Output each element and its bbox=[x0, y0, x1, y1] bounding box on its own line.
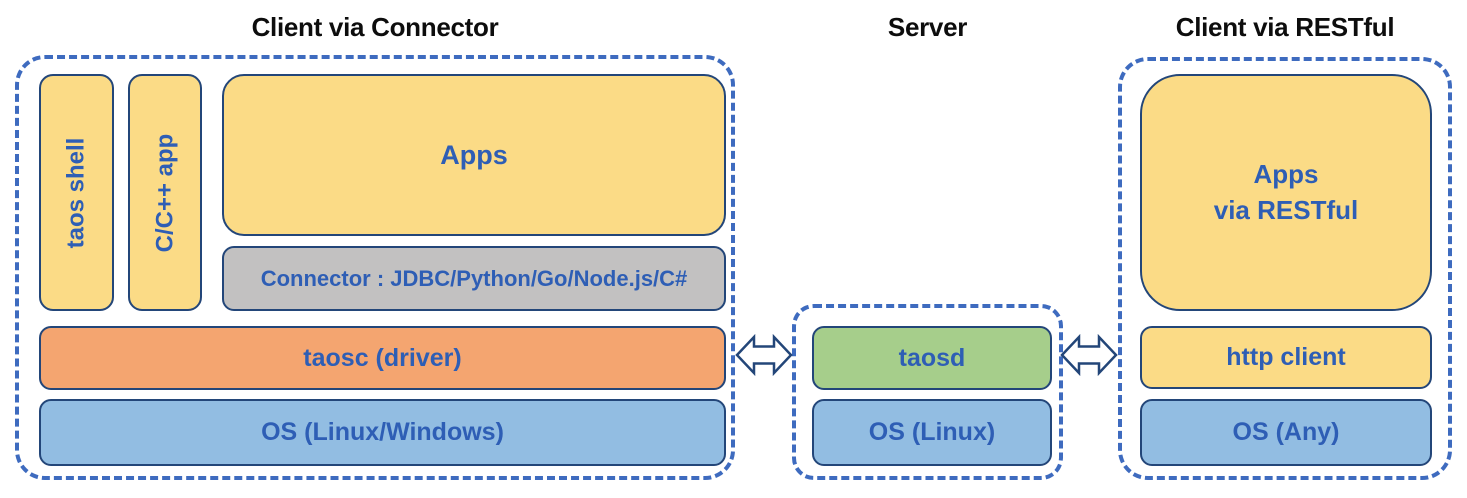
section-title-server: Server bbox=[887, 12, 968, 42]
taosc-driver-label: taosc (driver) bbox=[303, 343, 462, 372]
client-connector-group: taos shell C/C++ app Apps Connector : JD… bbox=[15, 55, 735, 480]
box-taosd: taosd bbox=[812, 326, 1052, 390]
box-connector: Connector : JDBC/Python/Go/Node.js/C# bbox=[222, 246, 726, 311]
box-apps: Apps bbox=[222, 74, 726, 236]
box-http-client: http client bbox=[1140, 326, 1432, 389]
taosd-label: taosd bbox=[898, 343, 966, 372]
client-restful-group: Apps via RESTful http client OS (Any) bbox=[1118, 57, 1452, 480]
apps-via-restful-label: Apps via RESTful bbox=[1213, 159, 1359, 225]
http-client-label: http client bbox=[1226, 343, 1346, 371]
os-any-label: OS (Any) bbox=[1232, 418, 1340, 446]
os-linux-windows-label: OS (Linux/Windows) bbox=[261, 418, 504, 446]
section-title-client-connector: Client via Connector bbox=[251, 12, 499, 42]
box-cpp-app: C/C++ app bbox=[128, 74, 202, 311]
section-title-client-restful: Client via RESTful bbox=[1175, 12, 1395, 42]
bidirectional-arrow-icon bbox=[1060, 332, 1118, 378]
box-taosc-driver: taosc (driver) bbox=[39, 326, 726, 390]
taos-shell-label: taos shell bbox=[62, 137, 90, 248]
box-os-any: OS (Any) bbox=[1140, 399, 1432, 466]
cpp-app-label: C/C++ app bbox=[151, 133, 179, 252]
box-taos-shell: taos shell bbox=[39, 74, 114, 311]
os-linux-label: OS (Linux) bbox=[868, 418, 996, 446]
apps-label: Apps bbox=[440, 139, 508, 170]
connector-label: Connector : JDBC/Python/Go/Node.js/C# bbox=[260, 265, 688, 291]
box-apps-via-restful: Apps via RESTful bbox=[1140, 74, 1432, 311]
box-os-linux: OS (Linux) bbox=[812, 399, 1052, 466]
server-group: taosd OS (Linux) bbox=[792, 304, 1063, 480]
box-os-linux-windows: OS (Linux/Windows) bbox=[39, 399, 726, 466]
bidirectional-arrow-icon bbox=[735, 332, 793, 378]
